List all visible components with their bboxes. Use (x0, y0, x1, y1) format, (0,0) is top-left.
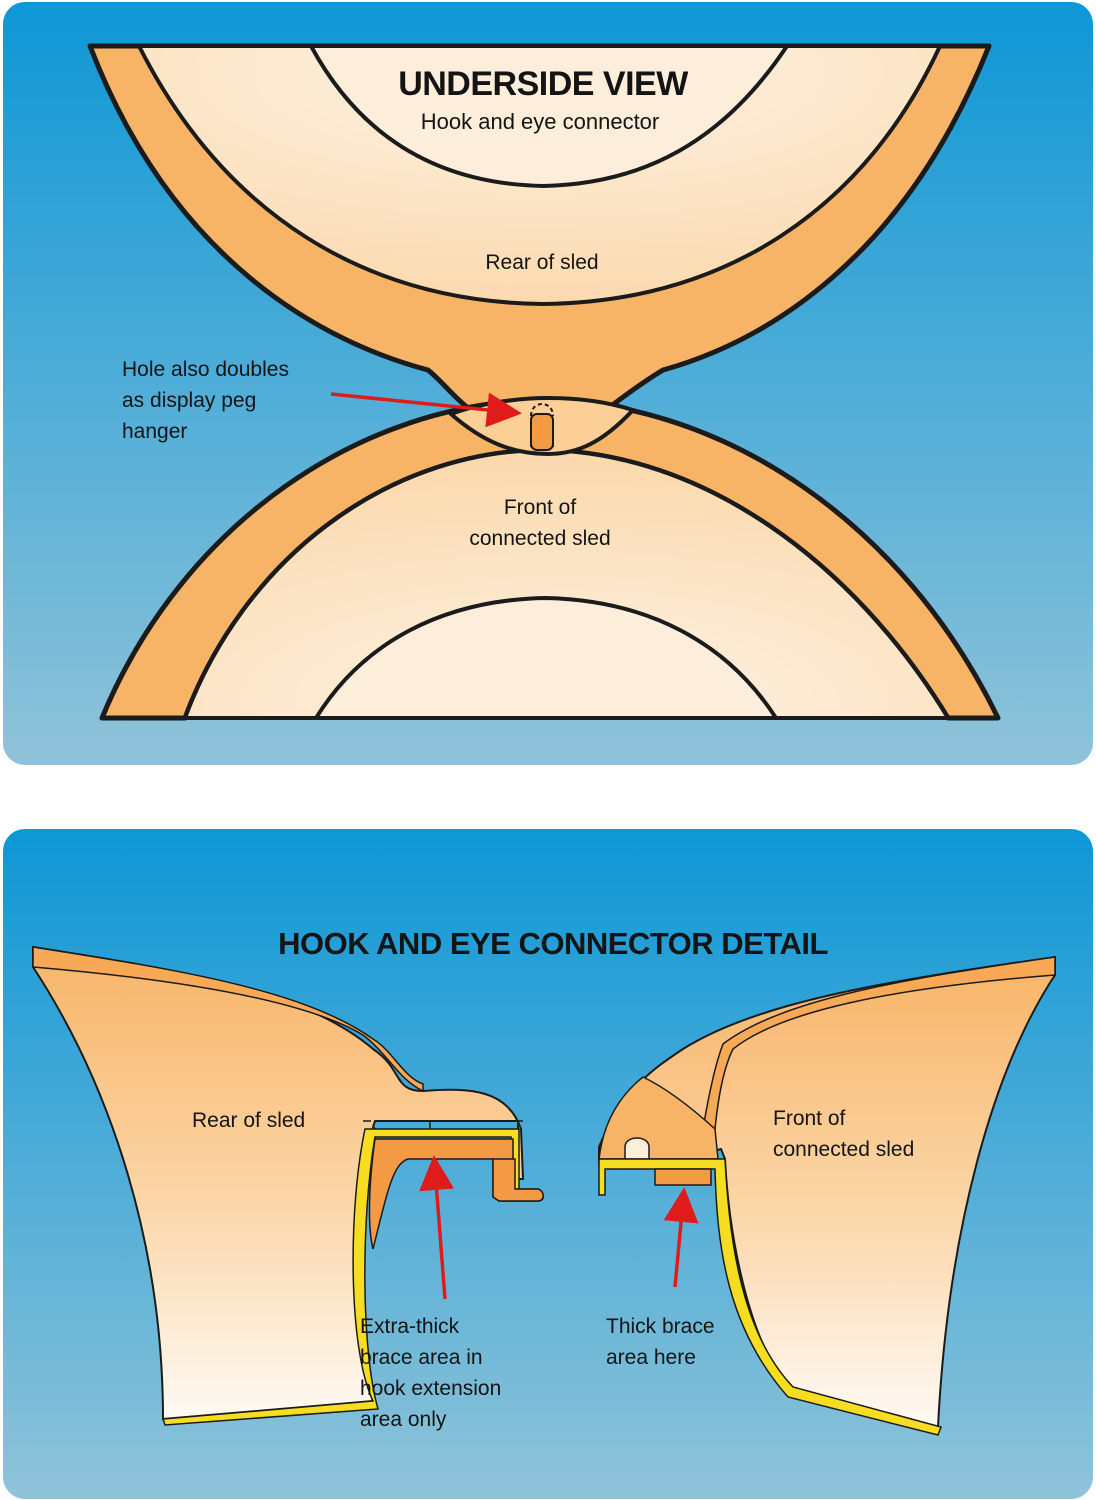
connector-detail-diagram (3, 829, 1093, 1499)
front-label-line: Front of (503, 496, 577, 519)
rear-sled-plate (307, 44, 791, 189)
thick-brace-line: area here (606, 1346, 696, 1369)
extra-thick-line: brace area in (360, 1346, 483, 1369)
underside-view-panel: UNDERSIDE VIEW Hook and eye connector Re… (3, 2, 1093, 765)
rear-sled-brace-shell (161, 1128, 520, 1426)
front-sled-plate (312, 595, 780, 720)
peg-hole (530, 403, 554, 451)
front-label-line: connected sled (773, 1138, 915, 1161)
extra-thick-line: area only (360, 1408, 447, 1431)
underside-view-diagram (3, 2, 1093, 765)
rear-sled-rim (32, 946, 424, 1093)
front-sled-brace-shell (598, 1158, 942, 1436)
connector-detail-panel: HOOK AND EYE CONNECTOR DETAIL Rear of sl… (3, 829, 1093, 1499)
front-sled-profile (598, 955, 1056, 1429)
rear-of-sled-label: Rear of sled (485, 251, 599, 274)
hole-description-line: Hole also doubles (122, 358, 289, 381)
thick-brace-arrow (663, 1187, 699, 1288)
underside-view-title: UNDERSIDE VIEW (398, 65, 688, 103)
front-of-connected-sled-label: Front of connected sled (773, 1103, 914, 1165)
front-of-connected-sled-label: Front of connected sled (469, 492, 610, 554)
thick-brace-line: Thick brace (606, 1315, 715, 1338)
extra-thick-arrow (419, 1155, 455, 1300)
hole-pointer-arrow (330, 392, 522, 428)
hole-description: Hole also doubles as display peg hanger (122, 354, 289, 447)
hole-description-line: hanger (122, 420, 188, 443)
extra-thick-line: Extra-thick (360, 1315, 460, 1338)
rear-of-sled-label: Rear of sled (192, 1109, 306, 1132)
hook-tip (492, 1158, 544, 1202)
hole-description-line: as display peg (122, 389, 257, 412)
extra-thick-line: hook extension (360, 1377, 502, 1400)
thick-brace-description: Thick brace area here (606, 1311, 715, 1373)
front-label-line: connected sled (469, 527, 611, 550)
connector-detail-title: HOOK AND EYE CONNECTOR DETAIL (278, 926, 828, 961)
eye-hole (624, 1137, 650, 1160)
underside-view-subtitle: Hook and eye connector (420, 109, 660, 134)
front-sled-thick-brace (654, 1168, 712, 1186)
front-label-line: Front of (773, 1107, 846, 1130)
extra-thick-brace-description: Extra-thick brace area in hook extension… (360, 1311, 501, 1435)
